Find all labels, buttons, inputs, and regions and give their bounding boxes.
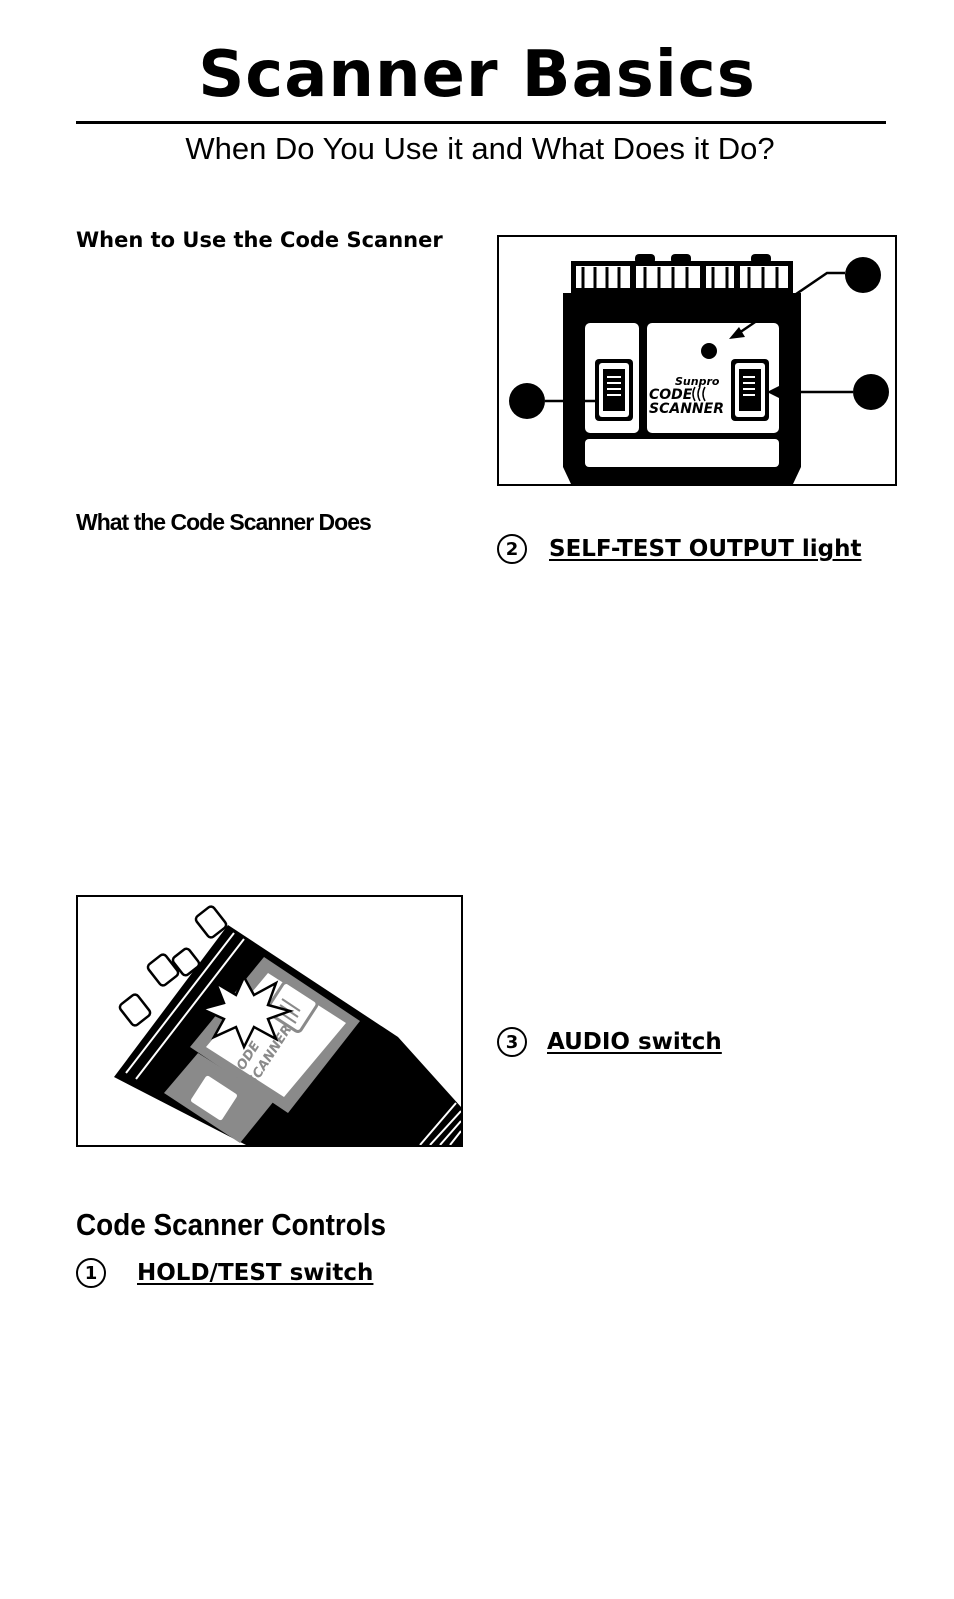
control-hold-test-switch: 1 HOLD/TEST switch	[76, 1258, 373, 1288]
title-divider	[76, 121, 886, 124]
page-subtitle: When Do You Use it and What Does it Do?	[185, 131, 775, 166]
device-name-line1: CODE	[649, 387, 693, 403]
control-label-audio: AUDIO switch	[547, 1029, 722, 1055]
control-number-3: 3	[497, 1027, 527, 1057]
what-it-does-heading: What the Code Scanner Does	[76, 509, 372, 535]
page-title: Scanner Basics	[198, 38, 756, 112]
controls-heading: Code Scanner Controls	[76, 1207, 387, 1242]
scanner-front-illustration: Sunpro CODE SCANNER	[509, 254, 889, 484]
control-label-hold-test: HOLD/TEST switch	[137, 1260, 374, 1286]
control-audio-switch: 3 AUDIO switch	[497, 1027, 722, 1057]
scanner-angled-illustration: CODE SCANNER	[114, 905, 462, 1146]
control-number-1: 1	[76, 1258, 106, 1288]
control-self-test-output-light: 2 SELF-TEST OUTPUT light	[497, 534, 862, 564]
device-brand: Sunpro	[675, 375, 720, 388]
device-name-line2: SCANNER	[649, 401, 724, 417]
when-to-use-heading: When to Use the Code Scanner	[76, 228, 443, 252]
control-number-2: 2	[497, 534, 527, 564]
scanner-angled-figure: CODE SCANNER	[76, 895, 463, 1147]
control-label-self-test: SELF-TEST OUTPUT light	[549, 536, 862, 562]
scanner-front-figure: Sunpro CODE SCANNER	[497, 235, 897, 486]
